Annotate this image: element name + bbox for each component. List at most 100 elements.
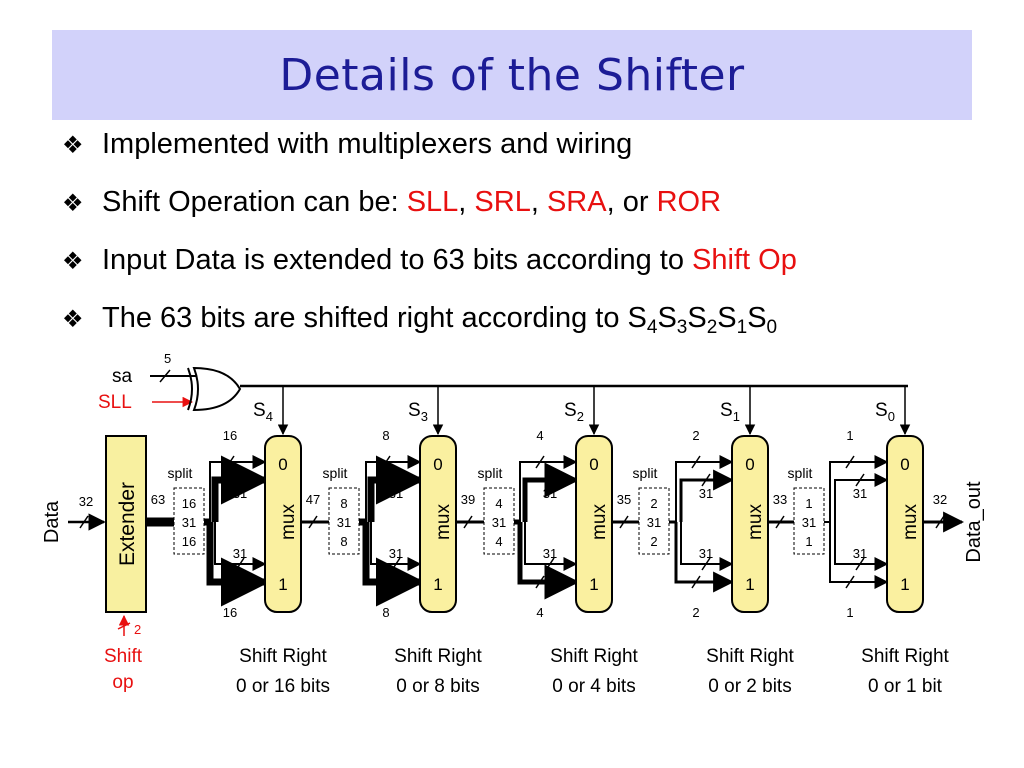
split-mid-width: 31 xyxy=(337,515,351,530)
mux-bottom-input-wire xyxy=(674,522,735,593)
page-title: Details of the Shifter xyxy=(279,49,745,101)
inner-width-label: 31 xyxy=(853,546,867,561)
select-label: S3 xyxy=(408,400,428,424)
mux-upper-inner-wire xyxy=(211,455,270,522)
inner-width-label: 31 xyxy=(233,486,247,501)
stage-caption: Shift Right xyxy=(861,646,949,667)
select-sub: 3 xyxy=(676,317,688,338)
select-sub: 4 xyxy=(646,317,658,338)
stage-caption: 0 or 16 bits xyxy=(236,676,330,697)
select-label: S0 xyxy=(875,400,895,424)
sll-label: SLL xyxy=(98,392,132,413)
ext-out-width-label: 63 xyxy=(151,492,165,507)
stage-caption: 0 or 1 bit xyxy=(868,676,943,697)
mux-top-input-wire xyxy=(675,455,734,522)
mux-lower-inner-wire xyxy=(214,522,267,571)
shift-op-label: Shift xyxy=(104,646,143,667)
inner-width-label: 31 xyxy=(543,486,557,501)
bus-slash xyxy=(845,455,855,469)
mux-lower-inner-wire xyxy=(680,522,734,571)
split-box xyxy=(793,487,825,555)
diamond-bullet-icon: ❖ xyxy=(62,306,84,333)
select-label: S1 xyxy=(720,400,740,424)
op-ror: ROR xyxy=(656,186,722,218)
mux-input-0-label: 0 xyxy=(589,455,598,474)
diamond-bullet-icon: ❖ xyxy=(62,190,84,217)
data-width-label: 32 xyxy=(79,494,93,509)
bus-slash xyxy=(225,575,235,589)
bus-slash xyxy=(159,369,171,383)
mux-upper-inner-wire xyxy=(522,462,580,522)
mux-bottom-input-wire xyxy=(829,522,889,589)
op-sll: SLL xyxy=(406,186,459,218)
bus-slash xyxy=(79,515,89,529)
split-bot-width: 1 xyxy=(805,534,812,549)
mux-label: mux xyxy=(433,504,454,540)
inner-width-label: 31 xyxy=(699,546,713,561)
split-label: split xyxy=(788,465,813,481)
split-box xyxy=(328,487,360,555)
select-s: S xyxy=(747,302,767,334)
title-bar: Details of the Shifter xyxy=(52,30,972,120)
separator: , xyxy=(530,186,547,218)
stage-caption: Shift Right xyxy=(550,646,638,667)
select-s: S xyxy=(627,302,647,334)
bullet-text: Input Data is extended to 63 bits accord… xyxy=(102,244,797,277)
data-out-label: Data_out xyxy=(963,481,985,563)
bottom-width-label: 16 xyxy=(223,605,237,620)
bus-slash xyxy=(235,557,245,571)
bus-slash xyxy=(845,575,855,589)
inner-width-label: 31 xyxy=(389,546,403,561)
mux-box xyxy=(264,435,302,613)
op-sra: SRA xyxy=(546,186,607,218)
data-label: Data xyxy=(41,500,63,543)
bus-width-label: 47 xyxy=(306,492,320,507)
mux-box xyxy=(419,435,457,613)
bullet-prefix: Shift Operation can be: xyxy=(102,186,407,218)
diamond-bullet-icon: ❖ xyxy=(62,248,84,275)
split-bot-width: 16 xyxy=(182,534,196,549)
bus-slash xyxy=(701,557,711,571)
shift-op-width-label: 2 xyxy=(134,622,141,637)
select-s: S xyxy=(687,302,707,334)
top-width-label: 4 xyxy=(536,428,543,443)
split-bot-width: 4 xyxy=(495,534,502,549)
mux-input-1-label: 1 xyxy=(745,575,754,594)
mux-bottom-input-wire xyxy=(362,522,425,607)
bus-slash xyxy=(308,515,318,529)
bus-width-label: 35 xyxy=(617,492,631,507)
inner-width-label: 31 xyxy=(853,486,867,501)
bottom-width-label: 2 xyxy=(692,605,699,620)
split-box xyxy=(638,487,670,555)
data-out-width-label: 32 xyxy=(933,492,947,507)
inner-width-label: 31 xyxy=(543,546,557,561)
bullet-item: ❖ Input Data is extended to 63 bits acco… xyxy=(62,244,1002,302)
stage-caption: 0 or 2 bits xyxy=(708,676,791,697)
bus-slash xyxy=(855,557,865,571)
bus-slash xyxy=(235,473,245,487)
split-mid-width: 31 xyxy=(802,515,816,530)
op-srl: SRL xyxy=(474,186,531,218)
bus-width-label: 39 xyxy=(461,492,475,507)
split-label: split xyxy=(168,465,193,481)
mux-input-1-label: 1 xyxy=(589,575,598,594)
bus-slash xyxy=(391,473,401,487)
mux-lower-inner-wire xyxy=(524,522,578,571)
bus-slash xyxy=(391,557,401,571)
separator: , or xyxy=(606,186,657,218)
shift-op-highlight: Shift Op xyxy=(692,244,797,276)
mux-box xyxy=(886,435,924,613)
sa-label: sa xyxy=(112,366,133,387)
bullet-item: ❖ The 63 bits are shifted right accordin… xyxy=(62,302,1002,360)
bus-slash xyxy=(775,515,785,529)
split-top-width: 8 xyxy=(340,496,347,511)
split-label: split xyxy=(478,465,503,481)
bus-slash xyxy=(545,473,555,487)
shift-op-label: op xyxy=(112,672,133,693)
mux-upper-inner-wire xyxy=(834,473,889,522)
bottom-width-label: 4 xyxy=(536,605,543,620)
top-width-label: 8 xyxy=(382,428,389,443)
stage-caption: 0 or 8 bits xyxy=(396,676,479,697)
mux-label: mux xyxy=(900,504,921,540)
